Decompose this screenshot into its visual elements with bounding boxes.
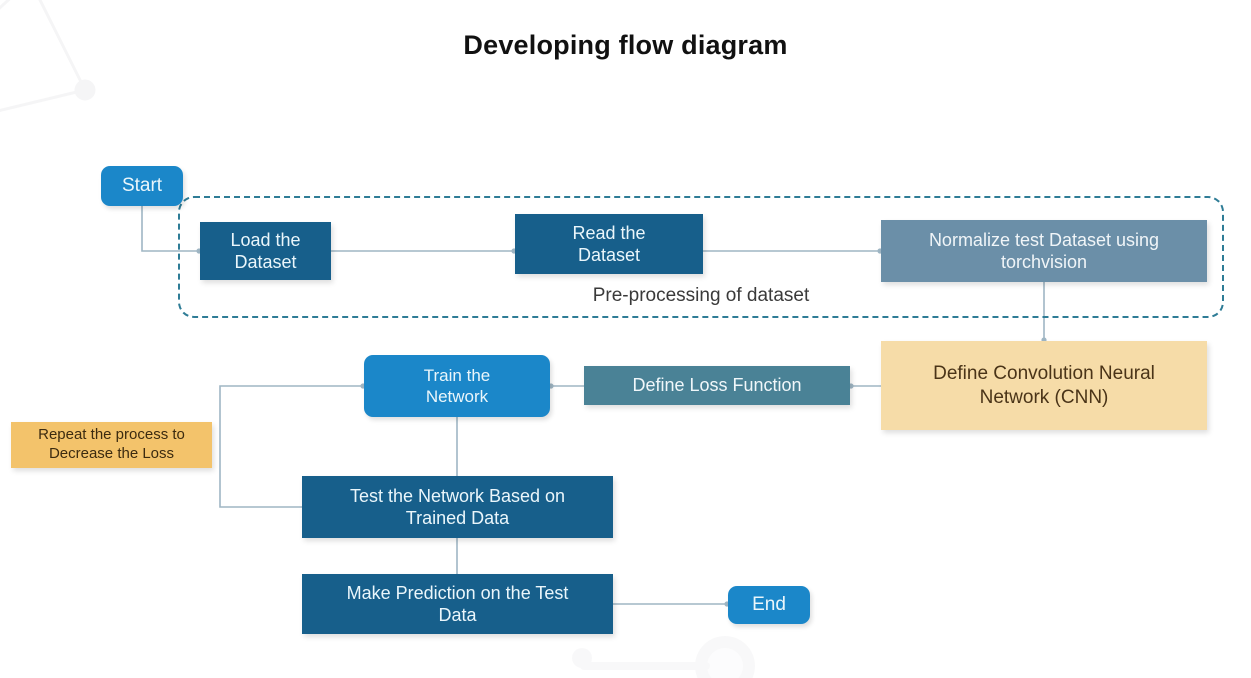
node-repeat-process[interactable]: Repeat the process to Decrease the Loss (11, 422, 212, 468)
preprocessing-group-label: Pre-processing of dataset (592, 285, 810, 306)
node-define-cnn-line1: Define Convolution Neural (933, 362, 1155, 384)
node-define-loss-function-label: Define Loss Function (632, 375, 802, 396)
node-make-prediction-line2: Data (438, 605, 477, 625)
node-test-network-line2: Trained Data (405, 508, 510, 528)
node-normalize-dataset[interactable]: Normalize test Dataset using torchvision (881, 220, 1207, 282)
node-train-network-line1: Train the (423, 365, 491, 385)
node-end-label: End (752, 594, 786, 616)
preprocessing-group-container (178, 196, 1224, 318)
node-start[interactable]: Start (101, 166, 183, 206)
node-load-dataset[interactable]: Load the Dataset (200, 222, 331, 280)
node-make-prediction-line1: Make Prediction on the Test (346, 582, 569, 603)
node-read-dataset-line1: Read the (572, 222, 646, 243)
node-train-network[interactable]: Train the Network (364, 355, 550, 417)
node-start-label: Start (121, 175, 163, 197)
page-title: Developing flow diagram (463, 30, 788, 60)
node-train-network-line2: Network (425, 387, 489, 406)
node-define-cnn-line2: Network (CNN) (979, 386, 1109, 408)
node-repeat-process-line1: Repeat the process to (38, 426, 185, 444)
node-define-cnn[interactable]: Define Convolution Neural Network (CNN) (881, 341, 1207, 430)
node-load-dataset-line1: Load the (230, 229, 301, 250)
node-read-dataset[interactable]: Read the Dataset (515, 214, 703, 274)
node-test-network[interactable]: Test the Network Based on Trained Data (302, 476, 613, 538)
node-define-loss-function[interactable]: Define Loss Function (584, 366, 850, 405)
node-test-network-line1: Test the Network Based on (349, 485, 566, 506)
node-load-dataset-line2: Dataset (234, 252, 297, 272)
node-normalize-line1: Normalize test Dataset using (928, 229, 1160, 250)
node-normalize-line2: torchvision (1000, 252, 1088, 272)
node-make-prediction[interactable]: Make Prediction on the Test Data (302, 574, 613, 634)
node-end[interactable]: End (728, 586, 810, 624)
node-read-dataset-line2: Dataset (577, 245, 641, 265)
node-repeat-process-line2: Decrease the Loss (48, 445, 175, 462)
